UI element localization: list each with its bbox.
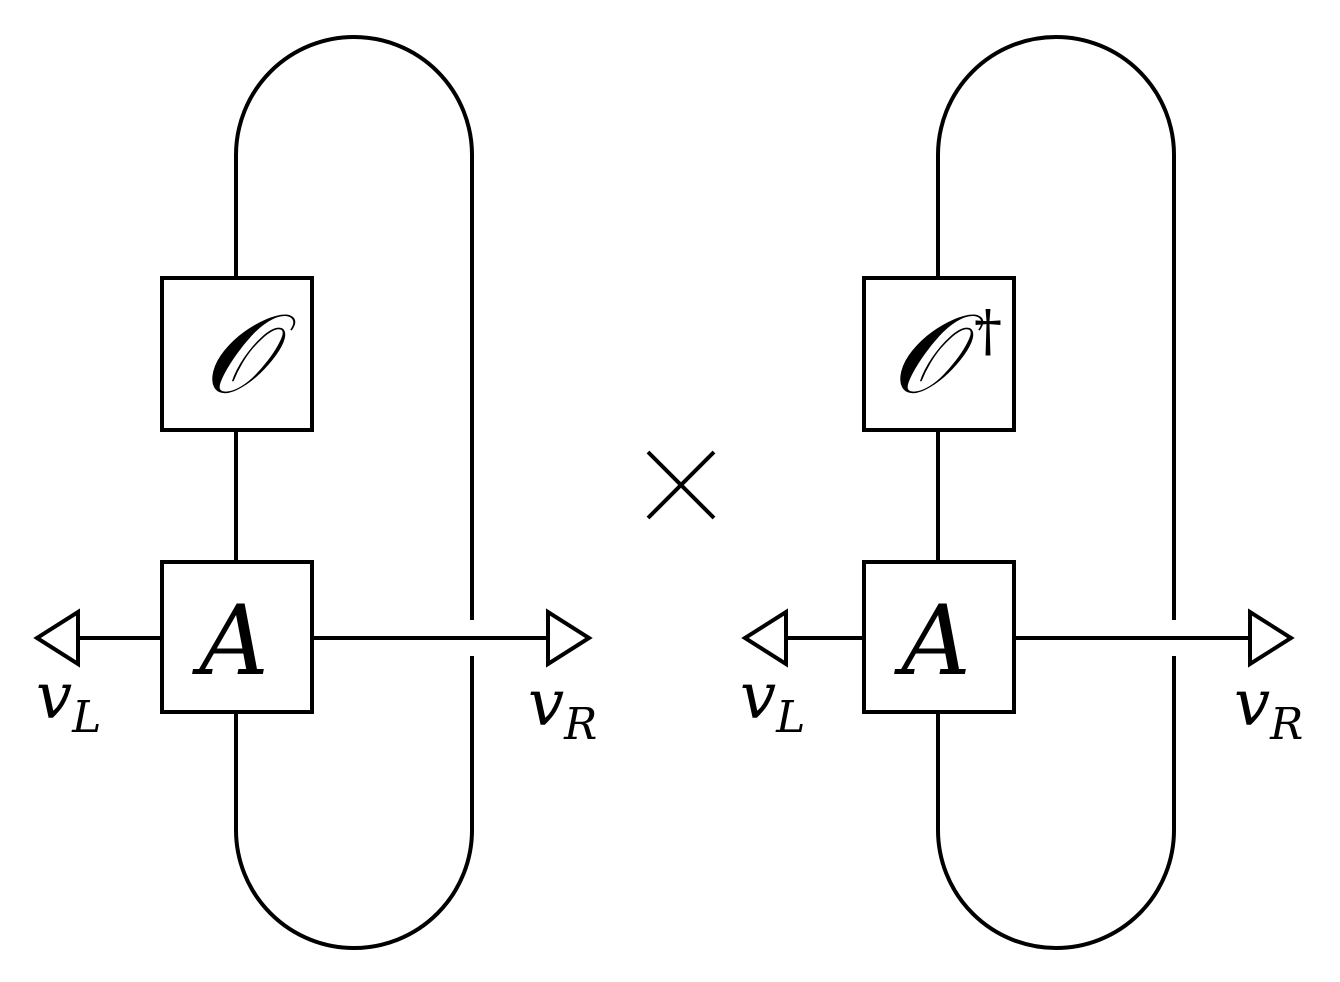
right-diagram: 𝒪 † A vL vR: [740, 35, 1303, 950]
left-operator-box: [160, 276, 314, 432]
left-loop-bottom: [234, 656, 474, 950]
right-vl-label: vL: [740, 660, 805, 743]
right-arrow-vl: [741, 608, 788, 668]
right-arrow-vr: [1248, 608, 1295, 668]
left-arrow-vl: [33, 608, 80, 668]
right-tensor-box: [862, 560, 1016, 714]
left-tensor-label: A: [191, 585, 268, 697]
left-tensor-box: [160, 560, 314, 714]
left-vr-label: vR: [528, 667, 597, 750]
left-arrow-vr: [546, 608, 593, 668]
right-vr-label: vR: [1234, 667, 1303, 750]
left-vl-label: vL: [36, 660, 101, 743]
times-sign: [646, 450, 716, 520]
left-diagram: 𝒪 A vL vR: [33, 35, 597, 950]
left-loop-top: [234, 35, 474, 620]
right-loop-bottom: [936, 656, 1176, 950]
right-loop-top: [936, 35, 1176, 620]
right-operator-box: [862, 276, 1016, 432]
right-operator-dagger: †: [974, 299, 1002, 364]
right-tensor-label: A: [893, 585, 970, 697]
